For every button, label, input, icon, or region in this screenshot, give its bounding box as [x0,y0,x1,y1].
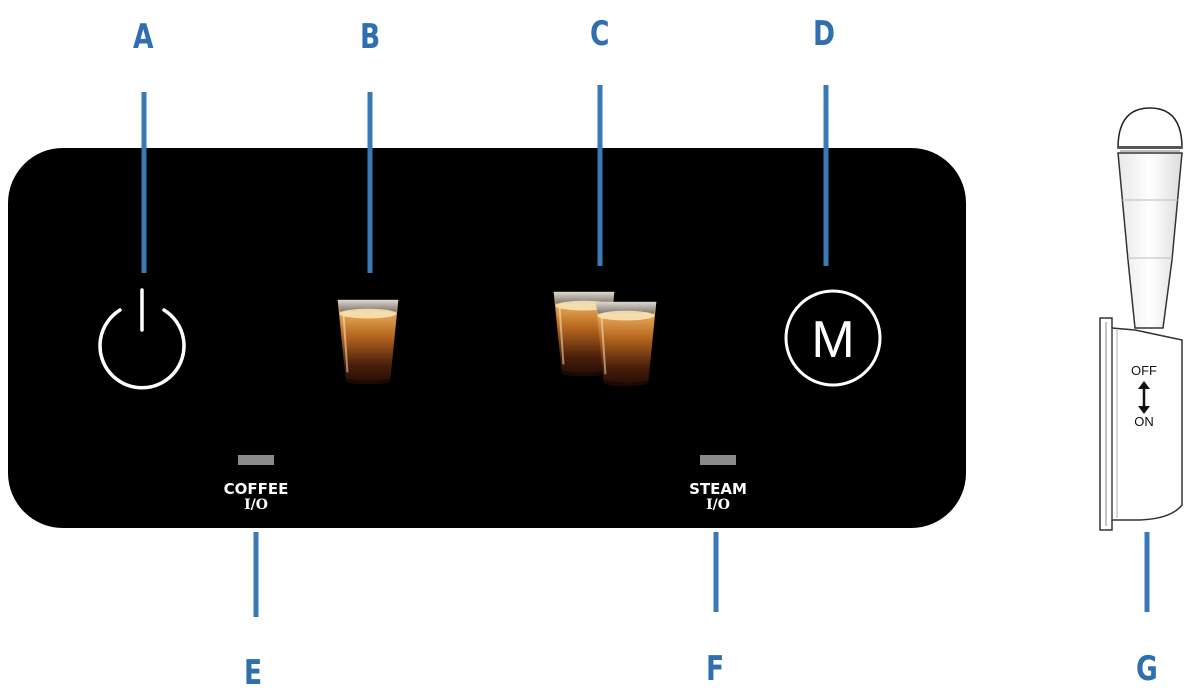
steam-wand-knob-top [1117,107,1183,149]
steam-label: STEAM [689,480,747,498]
callout-lines [141,85,1150,617]
steam-switch-io: I/O [706,496,730,513]
callout-label-f: F [706,649,725,689]
menu-button-letter: M [811,311,854,369]
power-button[interactable] [98,288,186,390]
coffee-indicator-light [238,455,274,465]
callout-label-g: G [1136,649,1158,689]
coffee-switch-label[interactable]: COFFEE I/O [213,480,299,513]
double-cup-icon-front [594,300,658,386]
callout-label-b: B [360,17,381,57]
steam-indicator-light [700,455,736,465]
toggle-off-label: OFF [1131,363,1157,378]
steam-wand [1099,107,1183,531]
single-espresso-button[interactable] [336,298,400,385]
callout-label-e: E [244,653,263,693]
steam-switch-label[interactable]: STEAM I/O [675,480,761,513]
double-espresso-button[interactable] [552,290,658,387]
steam-wand-base [1099,317,1183,531]
menu-button[interactable]: M [784,289,882,387]
toggle-arrow-icon [1138,381,1150,414]
control-panel [8,148,966,528]
callout-label-a: A [133,17,154,57]
steam-wand-handle [1117,152,1183,329]
callout-label-d: D [813,14,836,54]
coffee-switch-io: I/O [244,496,268,513]
menu-button-ring [784,289,882,387]
coffee-label: COFFEE [223,480,289,498]
single-cup-icon [336,298,400,384]
callout-label-c: C [590,14,610,54]
toggle-on-label: ON [1134,414,1154,429]
power-icon [98,308,186,390]
